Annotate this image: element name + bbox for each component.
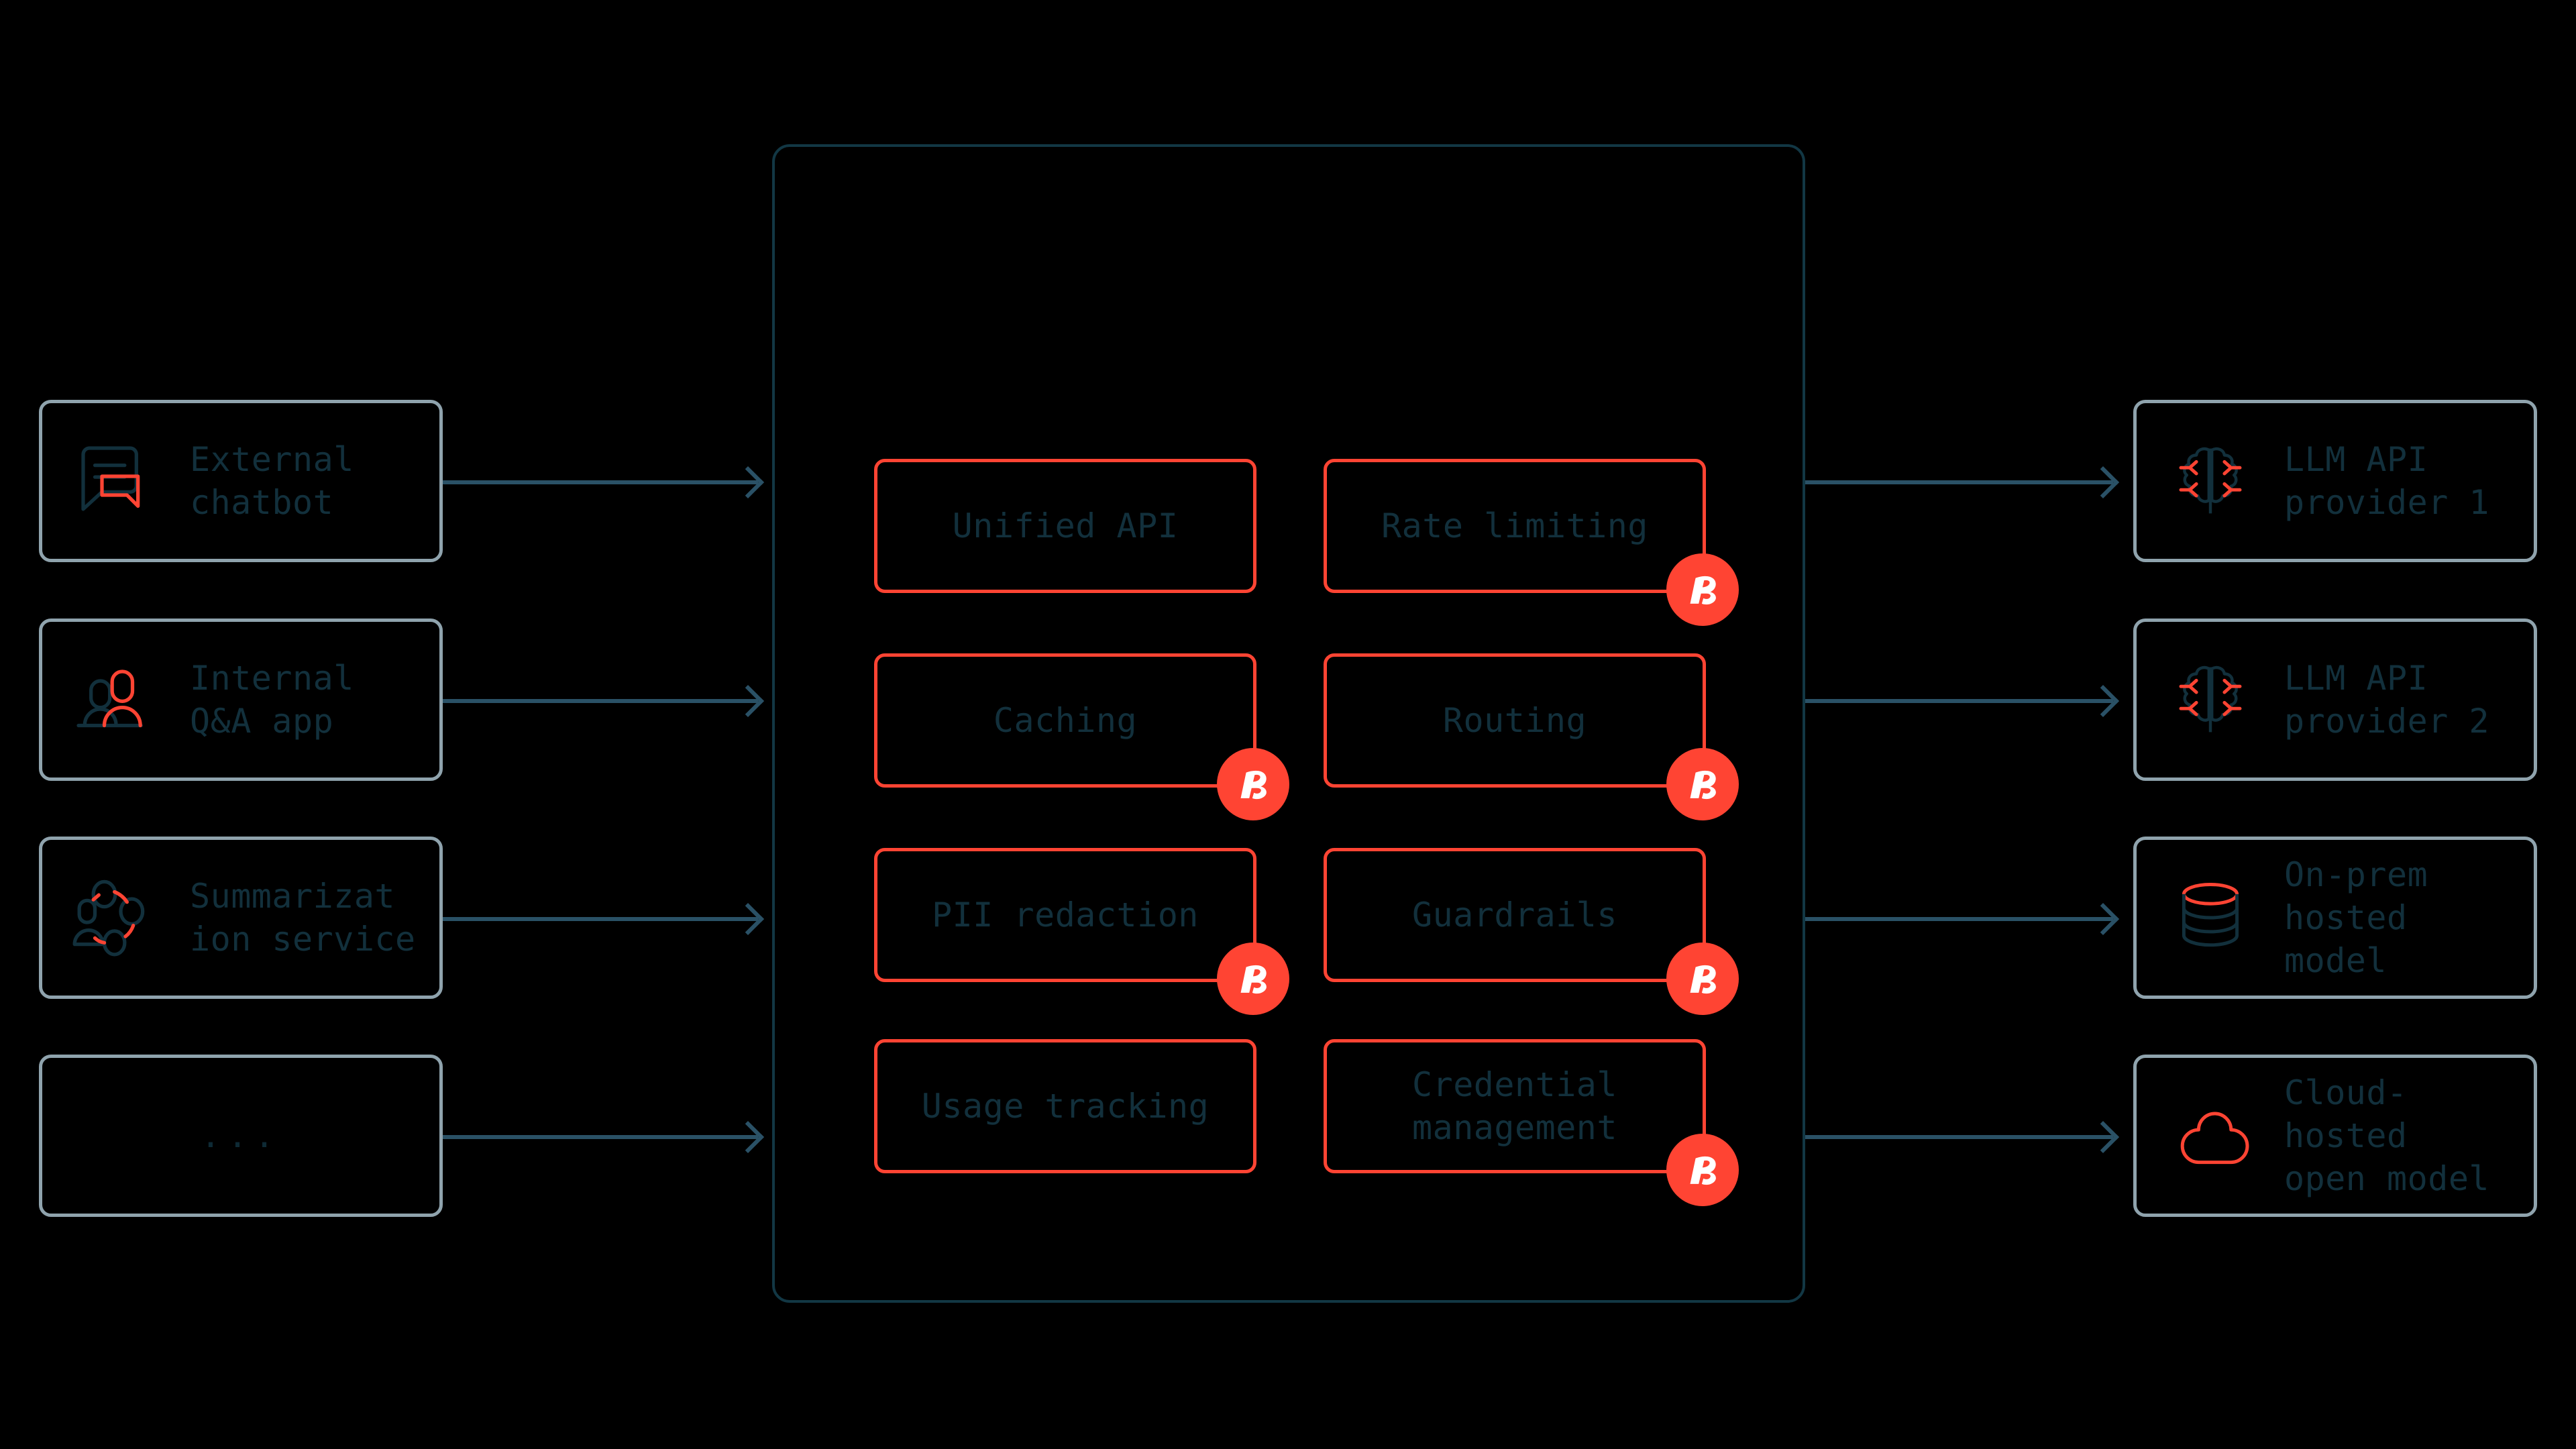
provider-card-llm-api-provider-2[interactable]: LLM API provider 2 [2133,619,2537,781]
client-card-external-chatbot[interactable]: External chatbot [39,400,443,562]
ai-gateway-container: Unified API Rate limiting Caching Routin… [772,144,1805,1303]
connector-provider-1-arrowhead [2086,466,2120,499]
feature-box-pii-redaction[interactable]: PII redaction [874,848,1289,1015]
recall-r-logo-icon [1217,748,1289,820]
connector-client-1 [443,480,758,484]
two-people-icon [42,622,190,777]
connector-client-2 [443,699,758,703]
feature-box-unified-api[interactable]: Unified API [874,459,1256,593]
feature-label: Unified API [952,506,1179,545]
feature-label: Routing [1442,701,1587,740]
recall-r-logo-icon [1666,748,1739,820]
recall-r-logo-icon [1217,943,1289,1015]
connector-client-2-arrowhead [731,684,765,718]
connector-provider-4-arrowhead [2086,1120,2120,1154]
client-card-more[interactable]: ... [39,1055,443,1217]
brain-icon [2137,622,2284,777]
feature-label: Rate limiting [1381,506,1648,545]
cloud-icon [2137,1058,2284,1214]
feature-label: Credential management [1411,1065,1618,1147]
client-card-summarization-service[interactable]: Summarizat ion service [39,837,443,999]
recall-r-logo-icon [1666,553,1739,626]
feature-label: Caching [993,701,1138,740]
connector-provider-3-arrowhead [2086,902,2120,936]
brain-icon [2137,403,2284,559]
connector-client-1-arrowhead [731,466,765,499]
connector-provider-4 [1805,1135,2113,1139]
feature-box-routing[interactable]: Routing [1324,653,1739,820]
provider-card-label: On-prem hosted model [2284,855,2428,980]
feature-label: Guardrails [1411,896,1618,934]
client-card-label: ... [200,1116,282,1155]
feature-box-credential-management[interactable]: Credential management [1324,1039,1739,1206]
client-card-label: Internal Q&A app [190,659,354,741]
client-card-label: External chatbot [190,440,354,522]
chat-bubbles-icon [42,403,190,559]
feature-box-rate-limiting[interactable]: Rate limiting [1324,459,1739,626]
connector-provider-3 [1805,917,2113,921]
connector-client-4 [443,1135,758,1139]
feature-box-guardrails[interactable]: Guardrails [1324,848,1739,1015]
connector-client-4-arrowhead [731,1120,765,1154]
connector-provider-2-arrowhead [2086,684,2120,718]
client-card-internal-qa-app[interactable]: Internal Q&A app [39,619,443,781]
recall-r-logo-icon [1666,943,1739,1015]
feature-label: Usage tracking [921,1087,1210,1126]
feature-label: PII redaction [932,896,1199,934]
connector-client-3 [443,917,758,921]
connector-provider-2 [1805,699,2113,703]
people-network-icon [42,840,190,996]
provider-card-label: Cloud-hosted open model [2284,1073,2490,1198]
feature-box-usage-tracking[interactable]: Usage tracking [874,1039,1256,1173]
connector-client-3-arrowhead [731,902,765,936]
provider-card-cloud-hosted-open-model[interactable]: Cloud-hosted open model [2133,1055,2537,1217]
provider-card-label: LLM API provider 1 [2284,440,2490,522]
provider-card-on-prem-hosted-model[interactable]: On-prem hosted model [2133,837,2537,999]
provider-card-llm-api-provider-1[interactable]: LLM API provider 1 [2133,400,2537,562]
client-card-label: Summarizat ion service [190,877,416,959]
connector-provider-1 [1805,480,2113,484]
provider-card-label: LLM API provider 2 [2284,659,2490,741]
database-cylinder-icon [2137,840,2284,996]
recall-r-logo-icon [1666,1134,1739,1206]
feature-box-caching[interactable]: Caching [874,653,1289,820]
